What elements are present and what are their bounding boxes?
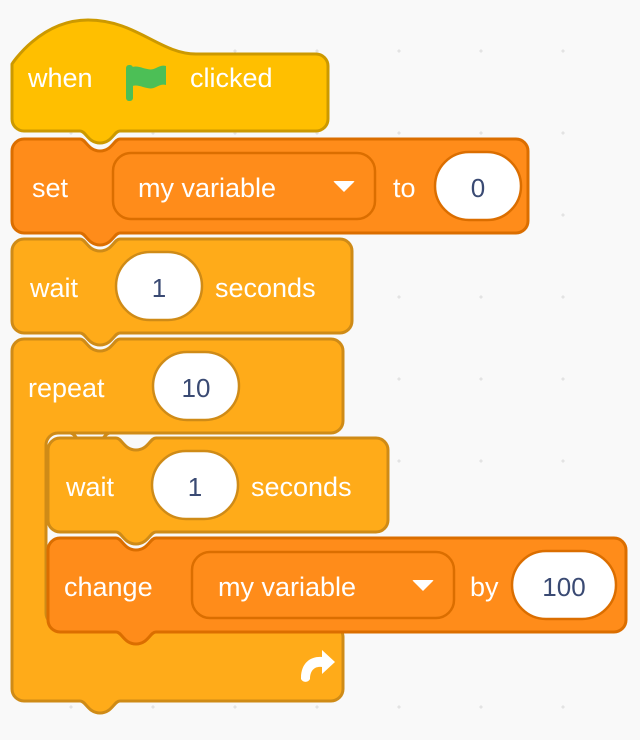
- block-change-variable-by[interactable]: change my variable by 100: [46, 536, 638, 646]
- chevron-down-icon-change[interactable]: [412, 580, 434, 591]
- change-label: change: [64, 572, 153, 602]
- wait-duration-input-outer[interactable]: 1: [151, 273, 167, 303]
- clicked-label: clicked: [190, 63, 273, 93]
- green-flag-icon: [122, 61, 172, 103]
- repeat-count-input[interactable]: 10: [181, 373, 211, 403]
- seconds-label-inner: seconds: [251, 472, 352, 502]
- by-label: by: [470, 572, 499, 602]
- loop-arrow-icon: [295, 648, 337, 688]
- block-wait-seconds-inner[interactable]: wait 1 seconds: [46, 436, 398, 546]
- when-label: when: [28, 63, 93, 93]
- change-amount-input[interactable]: 100: [542, 572, 586, 602]
- wait-duration-input-inner[interactable]: 1: [187, 472, 203, 502]
- block-wait-seconds-outer[interactable]: wait 1 seconds: [10, 237, 362, 347]
- variable-dropdown-label: my variable: [138, 173, 277, 203]
- block-when-flag-clicked[interactable]: when clicked: [10, 17, 330, 145]
- set-value-input[interactable]: 0: [470, 173, 486, 203]
- repeat-label: repeat: [28, 373, 105, 403]
- seconds-label-outer: seconds: [215, 273, 316, 303]
- block-set-variable-to[interactable]: set my variable to 0: [10, 137, 538, 247]
- block-repeat-loop[interactable]: repeat 10: [10, 337, 358, 727]
- chevron-down-icon[interactable]: [333, 181, 355, 192]
- set-label: set: [32, 173, 69, 203]
- to-label: to: [393, 173, 416, 203]
- variable-dropdown-label-change: my variable: [218, 572, 357, 602]
- wait-label-outer: wait: [30, 273, 79, 303]
- wait-label-inner: wait: [66, 472, 115, 502]
